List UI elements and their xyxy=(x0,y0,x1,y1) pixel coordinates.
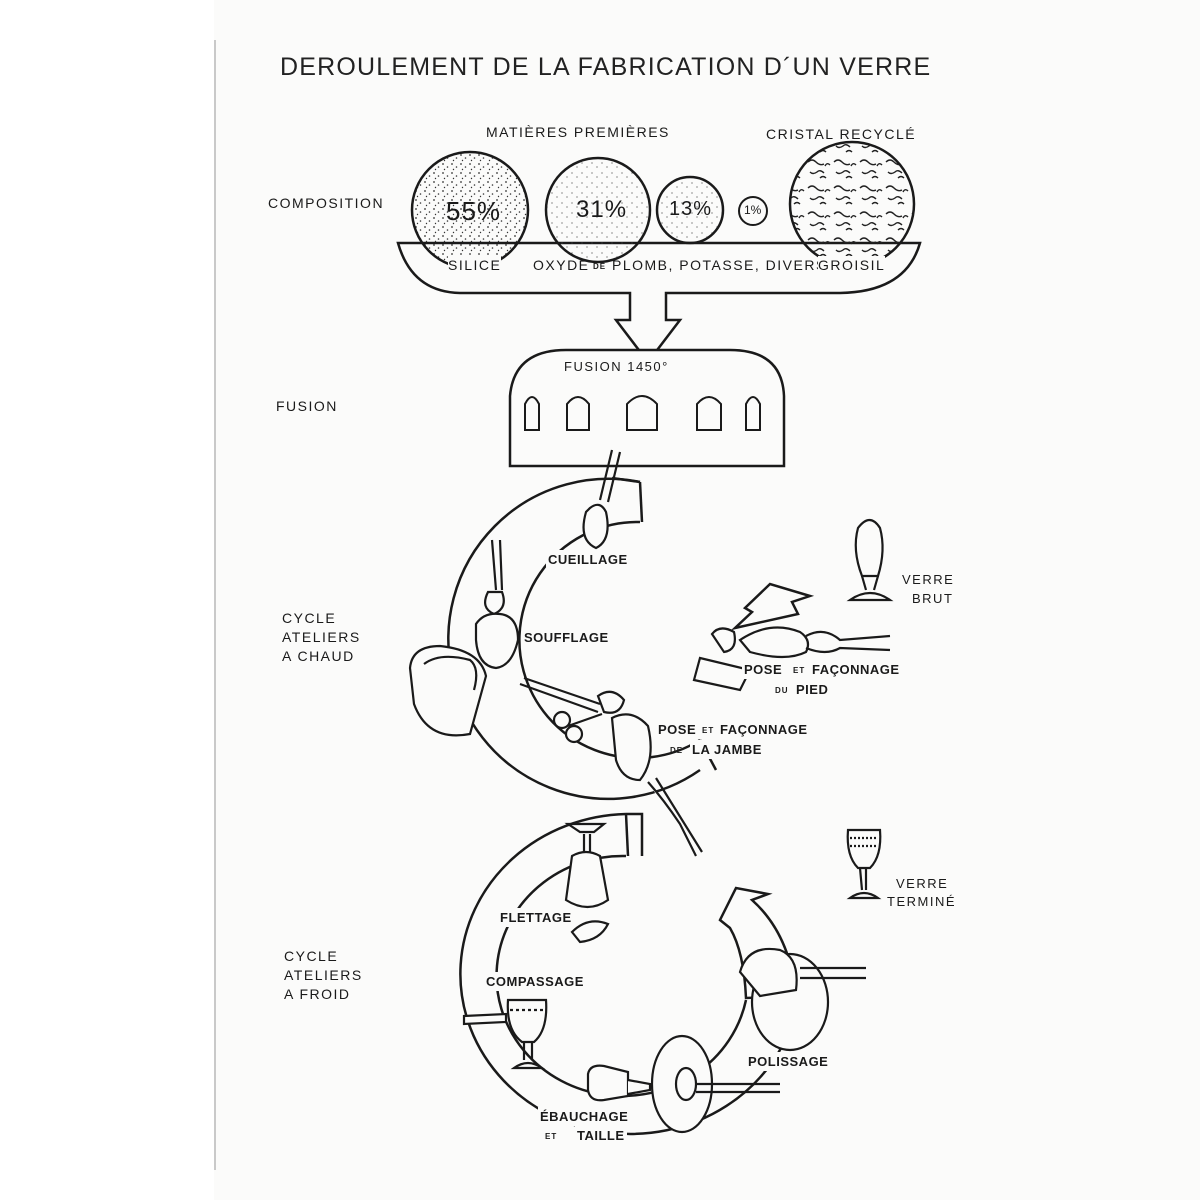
step-word: TAILLE xyxy=(575,1126,627,1145)
ingredient-plomb-potasse-divers: PLOMB, POTASSE, DIVERS, xyxy=(612,256,832,275)
section-fusion: FUSION xyxy=(276,397,338,416)
percent-silice: 55% xyxy=(446,196,501,227)
step-word: PIED xyxy=(794,680,830,699)
ingredient-groisil: GROISIL xyxy=(818,256,885,275)
section-line: ATELIERS xyxy=(284,966,363,985)
result-line: VERRE xyxy=(902,570,954,589)
header-matieres-premieres: MATIÈRES PREMIÈRES xyxy=(486,123,670,142)
ingredient-de: DE xyxy=(593,262,606,271)
ingredient-oxyde: OXYDE xyxy=(533,256,590,275)
section-line: ATELIERS xyxy=(282,628,361,647)
step-word: FAÇONNAGE xyxy=(718,720,810,739)
step-word: POSE xyxy=(742,660,784,679)
result-line: BRUT xyxy=(912,589,953,608)
step-word: ET xyxy=(545,1132,557,1141)
step-soufflage: SOUFFLAGE xyxy=(522,628,611,647)
furnace-label: FUSION 1450° xyxy=(564,357,669,376)
section-line: A FROID xyxy=(284,985,351,1004)
step-polissage: POLISSAGE xyxy=(746,1052,830,1071)
result-line: VERRE xyxy=(896,874,948,893)
hot-cycle-arrow xyxy=(735,584,810,628)
step-word: LA JAMBE xyxy=(690,740,764,759)
page-title: DEROULEMENT DE LA FABRICATION D´UN VERRE xyxy=(280,53,931,82)
step-word: ET xyxy=(702,726,714,735)
step-compassage: COMPASSAGE xyxy=(484,972,586,991)
step-word: DE xyxy=(670,746,683,755)
ingredient-silice: SILICE xyxy=(448,256,501,275)
step-word: POSE xyxy=(656,720,698,739)
section-composition: COMPOSITION xyxy=(268,194,384,213)
step-word: ET xyxy=(793,666,805,675)
step-word: DU xyxy=(775,686,789,695)
step-word: FAÇONNAGE xyxy=(810,660,902,679)
section-line: CYCLE xyxy=(284,947,338,966)
step-flettage: FLETTAGE xyxy=(498,908,574,927)
section-line: CYCLE xyxy=(282,609,336,628)
header-cristal-recycle: CRISTAL RECYCLÉ xyxy=(766,125,916,144)
percent-plomb: 31% xyxy=(576,196,627,224)
percent-potasse: 13% xyxy=(669,198,712,221)
pied-tools xyxy=(694,628,890,691)
jambe-tools xyxy=(520,678,702,856)
result-line: TERMINÉ xyxy=(887,892,956,911)
verre-brut-icon xyxy=(850,520,890,600)
step-cueillage: CUEILLAGE xyxy=(546,550,630,569)
step-word: ÉBAUCHAGE xyxy=(538,1107,630,1126)
verre-termine-icon xyxy=(848,830,881,898)
percent-divers: 1% xyxy=(744,203,761,217)
section-line: A CHAUD xyxy=(282,647,355,666)
polissage-wheel xyxy=(740,949,866,1050)
groisil-sphere xyxy=(790,142,914,266)
compassage-glass xyxy=(464,1000,546,1068)
